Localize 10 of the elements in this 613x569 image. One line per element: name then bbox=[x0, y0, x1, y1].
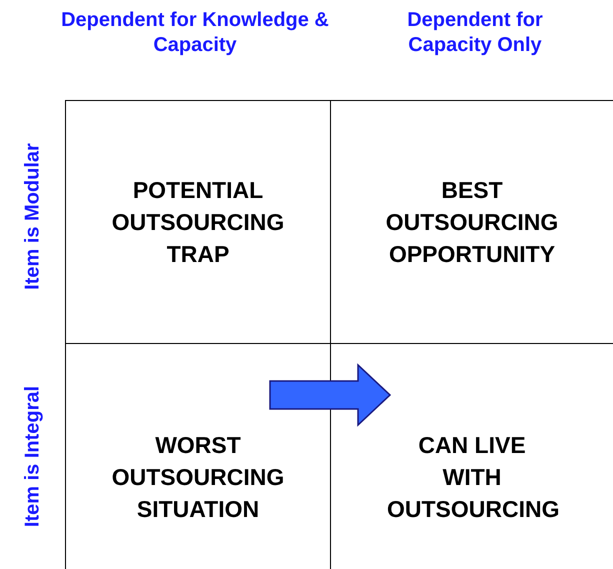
column-header: Dependent for Knowledge & Capacity bbox=[60, 8, 330, 58]
block-arrow bbox=[269, 363, 392, 427]
cell-label: WORST OUTSOURCING SITUATION bbox=[110, 431, 286, 524]
row-header: Item is Modular bbox=[22, 142, 44, 292]
cell-label: CAN LIVE WITH OUTSOURCING bbox=[387, 431, 557, 524]
column-header: Dependent for Capacity Only bbox=[406, 8, 544, 58]
cell-label: BEST OUTSOURCING OPPORTUNITY bbox=[384, 176, 560, 269]
cell-label: POTENTIAL OUTSOURCING TRAP bbox=[110, 176, 286, 269]
matrix-cell bbox=[65, 100, 331, 344]
row-header: Item is Integral bbox=[22, 384, 44, 530]
